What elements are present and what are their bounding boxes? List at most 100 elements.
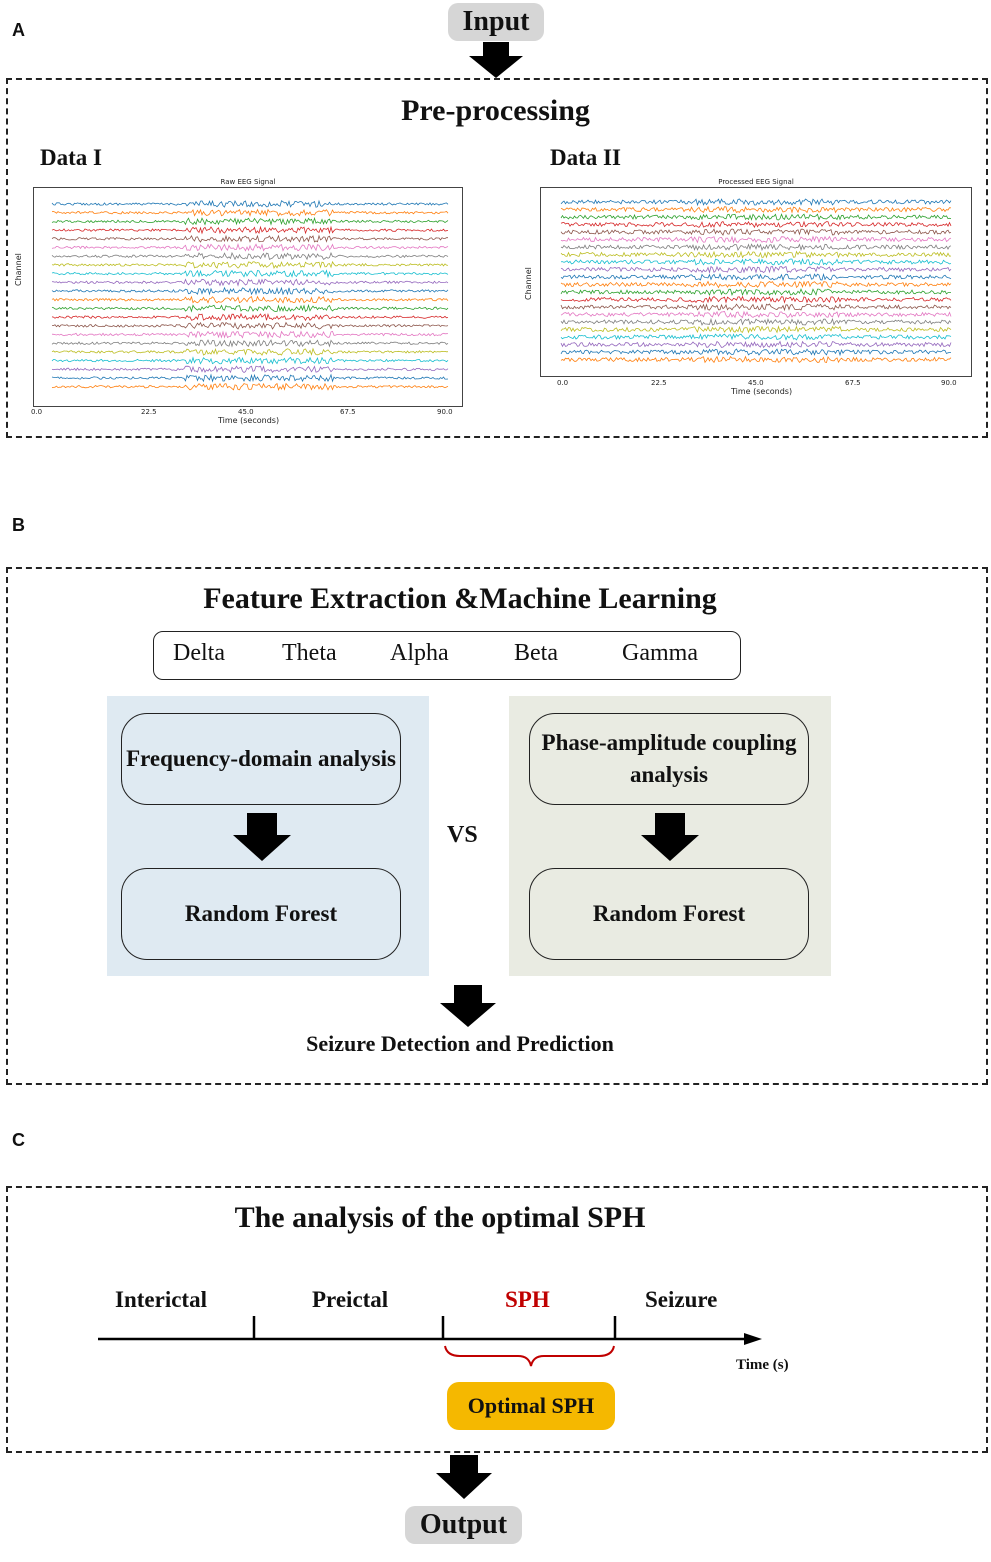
eeg-channel-trace [560,325,952,334]
raw-xtick: 90.0 [437,408,453,416]
eeg-channel-trace [51,234,449,243]
eeg-channel-trace [560,220,952,229]
eeg-channel-trace [560,213,952,221]
raw-xtick: 67.5 [340,408,356,416]
eeg-channel-trace [560,340,952,349]
preprocessing-box [6,78,988,438]
band-beta: Beta [514,640,558,666]
panel-c-letter: C [12,1130,25,1150]
eeg-channel-trace [51,286,449,296]
eeg-channel-trace [560,348,951,357]
random-forest-right-box: Random Forest [529,868,809,960]
raw-eeg-ylabel: Channel [14,253,23,286]
data-1-label: Data I [40,145,102,170]
vs-label: VS [447,822,478,848]
eeg-channel-trace [51,208,449,217]
processed-xtick: 22.5 [651,379,667,387]
eeg-channel-trace [51,365,449,374]
processed-xtick: 90.0 [941,379,957,387]
eeg-channel-trace [560,280,952,289]
raw-xtick: 45.0 [238,408,254,416]
raw-eeg-plot-title: Raw EEG Signal [220,178,276,186]
eeg-channel-trace [51,269,449,279]
processed-xtick: 45.0 [748,379,764,387]
input-arrow-icon [469,42,523,78]
frequency-bands-box: Delta Theta Alpha Beta Gamma [153,631,741,680]
eeg-channel-trace [560,288,952,297]
arrow-down-icon [440,985,496,1027]
arrow-down-icon [233,813,291,861]
phase-sph: SPH [505,1287,550,1312]
processed-eeg-ylabel: Channel [524,267,533,300]
arrow-down-icon [641,813,699,861]
eeg-channel-trace [51,199,449,208]
eeg-channel-trace [51,330,449,339]
eeg-channel-trace [560,355,952,364]
raw-xtick: 22.5 [141,408,157,416]
panel-b-letter: B [12,515,25,535]
eeg-channel-trace [51,303,449,313]
phase-seizure: Seizure [645,1287,718,1312]
band-alpha: Alpha [390,640,449,666]
random-forest-left-box: Random Forest [121,868,401,960]
raw-eeg-plot: Raw EEG Signal [33,178,463,407]
eeg-channel-trace [51,356,449,365]
feature-extraction-title: Feature Extraction &Machine Learning [203,582,717,615]
pac-analysis-box: Phase-amplitude coupling analysis [529,713,809,805]
processed-eeg-xlabel: Time (seconds) [731,387,793,396]
panel-a-letter: A [12,20,25,40]
eeg-channel-trace [560,295,952,304]
eeg-channel-trace [560,303,952,312]
raw-xtick: 0.0 [31,408,43,416]
eeg-channel-trace [560,228,952,236]
eeg-channel-trace [51,216,449,226]
eeg-channel-trace [51,382,449,391]
eeg-channel-trace [51,373,449,383]
output-arrow-icon [436,1455,492,1499]
eeg-channel-trace [560,333,952,341]
eeg-channel-trace [51,295,449,304]
seizure-detection-label: Seizure Detection and Prediction [306,1031,614,1056]
band-delta: Delta [173,640,225,666]
eeg-channel-trace [51,347,449,356]
output-label: Output [405,1506,522,1544]
band-theta: Theta [282,640,337,666]
band-gamma: Gamma [622,640,698,666]
eeg-channel-trace [51,312,449,322]
processed-eeg-plot: Processed EEG Signal [540,178,972,377]
eeg-channel-trace [560,310,952,319]
sph-analysis-box [6,1186,988,1453]
input-label: Input [448,3,544,41]
eeg-channel-trace [51,339,449,348]
time-axis-label: Time (s) [736,1357,789,1373]
sph-analysis-title: The analysis of the optimal SPH [234,1201,646,1234]
raw-eeg-xlabel: Time (seconds) [218,416,280,425]
eeg-channel-trace [560,235,952,244]
eeg-channel-trace [560,317,952,326]
eeg-channel-trace [560,272,952,282]
eeg-channel-trace [560,258,952,266]
optimal-sph-label: Optimal SPH [447,1382,615,1430]
eeg-channel-trace [560,250,952,259]
eeg-channel-trace [560,198,952,207]
processed-eeg-traces [560,198,952,364]
eeg-channel-trace [560,243,952,252]
processed-eeg-plot-title: Processed EEG Signal [718,178,794,186]
eeg-channel-trace [51,251,449,261]
processed-xtick: 0.0 [557,379,569,387]
timeline-axis [98,1316,762,1367]
raw-eeg-traces [51,199,449,391]
phase-interictal: Interictal [115,1287,207,1312]
processed-xtick: 67.5 [845,379,861,387]
eeg-channel-trace [560,265,952,274]
eeg-channel-trace [51,278,449,287]
preprocessing-title: Pre-processing [401,94,590,127]
data-2-label: Data II [550,145,621,170]
eeg-channel-trace [51,225,449,235]
phase-preictal: Preictal [312,1287,389,1312]
eeg-channel-trace [52,321,449,330]
frequency-domain-analysis-box: Frequency-domain analysis [121,713,401,805]
eeg-channel-trace [51,260,449,269]
eeg-channel-trace [51,243,449,252]
eeg-channel-trace [560,205,952,214]
